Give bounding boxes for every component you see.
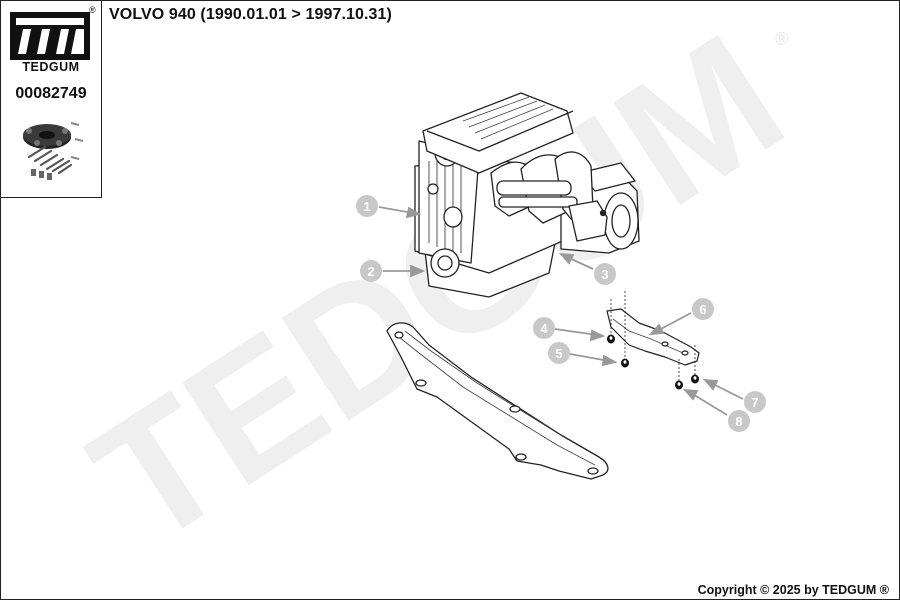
callout-6-label: 6 xyxy=(699,302,706,317)
callout-6: 6 xyxy=(692,298,714,320)
brand-name: TEDGUM xyxy=(22,60,80,74)
callouts: 1 2 3 4 5 6 7 xyxy=(356,195,766,432)
leader-arrows xyxy=(378,206,744,416)
part-number: 00082749 xyxy=(15,85,87,102)
tedgum-logo-icon xyxy=(10,12,90,60)
callout-8-label: 8 xyxy=(735,414,742,429)
callout-4-label: 4 xyxy=(540,321,548,336)
callout-4: 4 xyxy=(533,317,555,339)
callout-3-label: 3 xyxy=(601,267,608,282)
crossmember-drawing xyxy=(386,322,609,480)
callout-2-label: 2 xyxy=(367,264,374,279)
exhaust-pipe xyxy=(568,200,608,242)
copyright-notice: Copyright © 2025 by TEDGUM ® xyxy=(697,583,889,597)
vehicle-title: VOLVO 940 (1990.01.01 > 1997.10.31) xyxy=(109,6,392,23)
mount-bracket-drawing xyxy=(606,308,700,366)
part-thumbnail-icon xyxy=(23,122,84,180)
nuts-drawing xyxy=(607,334,699,390)
registered-mark: ® xyxy=(89,5,96,15)
brand-box: ® TEDGUM 00082749 xyxy=(1,1,102,198)
valve-cover xyxy=(422,92,574,174)
callout-1-label: 1 xyxy=(363,199,370,214)
pulley-middle xyxy=(443,206,463,228)
callout-3: 3 xyxy=(594,263,616,285)
callout-7: 7 xyxy=(744,391,766,413)
callout-5-label: 5 xyxy=(555,346,562,361)
crossmember xyxy=(386,322,609,480)
callout-7-label: 7 xyxy=(751,395,758,410)
callout-5: 5 xyxy=(548,342,570,364)
mount-bracket xyxy=(606,308,700,366)
exhaust-manifold xyxy=(490,151,594,224)
engine-drawing xyxy=(414,92,640,298)
callout-1: 1 xyxy=(356,195,378,217)
callout-8: 8 xyxy=(728,410,750,432)
callout-2: 2 xyxy=(360,260,382,282)
